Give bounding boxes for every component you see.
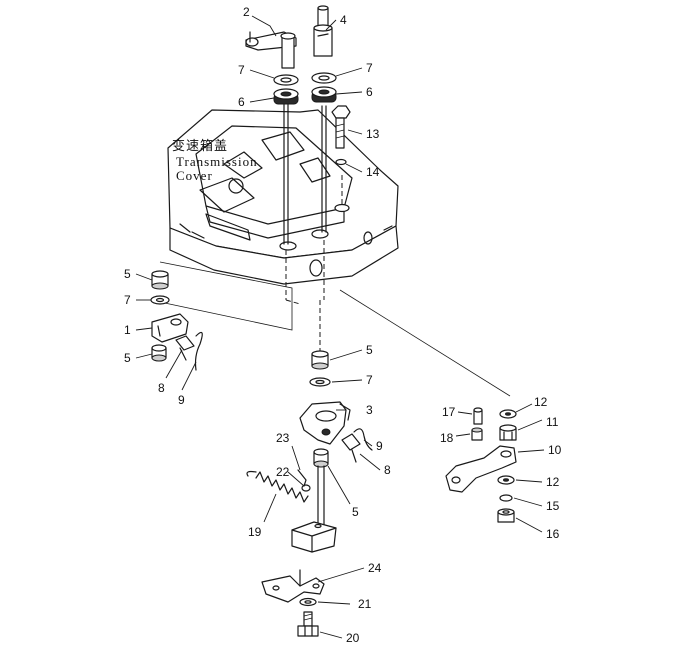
part-19-spring bbox=[246, 470, 309, 503]
callout-6-right: 6 bbox=[366, 85, 373, 99]
callout-17: 17 bbox=[442, 405, 456, 419]
part-9-cotter-center bbox=[353, 428, 373, 451]
top-bearings-6 bbox=[273, 86, 337, 105]
part-22-ball bbox=[301, 484, 311, 492]
part-18-bushing bbox=[471, 427, 483, 441]
callout-18: 18 bbox=[440, 431, 454, 445]
part-21-lockwasher bbox=[299, 597, 317, 607]
callout-5-left-lower: 5 bbox=[124, 351, 131, 365]
part-10-bellcrank bbox=[445, 445, 517, 493]
callout-7-top-left: 7 bbox=[238, 63, 245, 77]
callout-8-center: 8 bbox=[384, 463, 391, 477]
callout-7-center: 7 bbox=[366, 373, 373, 387]
callout-9-left: 9 bbox=[178, 393, 185, 407]
part-2-lever bbox=[245, 31, 297, 69]
callout-16: 16 bbox=[546, 527, 560, 541]
lower-detent-block bbox=[291, 521, 337, 553]
caption-transmission: Transmission bbox=[176, 154, 258, 169]
reference-frame-left bbox=[159, 261, 293, 331]
part-8-pin-left bbox=[175, 335, 195, 361]
callout-8-left: 8 bbox=[158, 381, 165, 395]
left-bushing-5-upper bbox=[151, 270, 169, 290]
caption-cover: Cover bbox=[176, 168, 213, 183]
left-bushing-5-lower bbox=[151, 344, 167, 362]
part-14-o-ring bbox=[335, 158, 347, 166]
callout-22: 22 bbox=[276, 465, 290, 479]
part-12-washer-upper bbox=[499, 409, 517, 419]
part-15-lockwasher bbox=[499, 494, 513, 502]
callout-10: 10 bbox=[548, 443, 562, 457]
callout-3: 3 bbox=[366, 403, 373, 417]
part-23-pin bbox=[297, 469, 307, 487]
callout-20: 20 bbox=[346, 631, 360, 645]
reference-line-right bbox=[339, 289, 511, 397]
callout-12-lower: 12 bbox=[546, 475, 560, 489]
callout-4: 4 bbox=[340, 13, 347, 27]
shaft-lines bbox=[283, 103, 343, 352]
center-bushing-5-lower bbox=[313, 448, 329, 468]
callout-19: 19 bbox=[248, 525, 262, 539]
callout-11: 11 bbox=[546, 415, 559, 429]
part-20-bolt bbox=[297, 611, 319, 637]
part-1-lever bbox=[151, 313, 189, 343]
part-3-shift-block bbox=[299, 401, 351, 445]
part-11-nut bbox=[499, 424, 517, 441]
left-washer-7 bbox=[150, 295, 170, 305]
part-12-washer-lower bbox=[497, 475, 515, 485]
callout-14: 14 bbox=[366, 165, 380, 179]
callout-5-left-upper: 5 bbox=[124, 267, 131, 281]
callout-5-center: 5 bbox=[366, 343, 373, 357]
transmission-cover-housing bbox=[167, 109, 399, 285]
callout-21: 21 bbox=[358, 597, 372, 611]
callout-5-center-lower: 5 bbox=[352, 505, 359, 519]
callout-numbers: 2 4 7 7 6 6 13 14 5 7 1 5 8 9 5 7 3 9 8 … bbox=[124, 5, 562, 645]
callout-7-top-right: 7 bbox=[366, 61, 373, 75]
callout-6-left: 6 bbox=[238, 95, 245, 109]
callout-7-left: 7 bbox=[124, 293, 131, 307]
part-9-cotter-left bbox=[194, 331, 203, 371]
part-8-pin-center bbox=[341, 433, 361, 463]
callout-13: 13 bbox=[366, 127, 380, 141]
caption-chinese: 变速箱盖 bbox=[172, 138, 228, 153]
callout-23: 23 bbox=[276, 431, 290, 445]
top-washers-7 bbox=[273, 72, 337, 86]
center-bushing-5 bbox=[311, 350, 329, 370]
callout-12-upper: 12 bbox=[534, 395, 548, 409]
leader-lines bbox=[135, 15, 545, 639]
part-24-plate bbox=[261, 569, 325, 603]
part-13-bolt bbox=[331, 105, 351, 149]
part-4-shaft bbox=[313, 5, 333, 57]
callout-24: 24 bbox=[368, 561, 382, 575]
part-17-pin bbox=[473, 407, 483, 425]
part-16-nut bbox=[497, 508, 515, 523]
center-washer-7 bbox=[309, 377, 331, 387]
callout-15: 15 bbox=[546, 499, 560, 513]
callout-1: 1 bbox=[124, 323, 131, 337]
callout-2: 2 bbox=[243, 5, 250, 19]
callout-9-center: 9 bbox=[376, 439, 383, 453]
